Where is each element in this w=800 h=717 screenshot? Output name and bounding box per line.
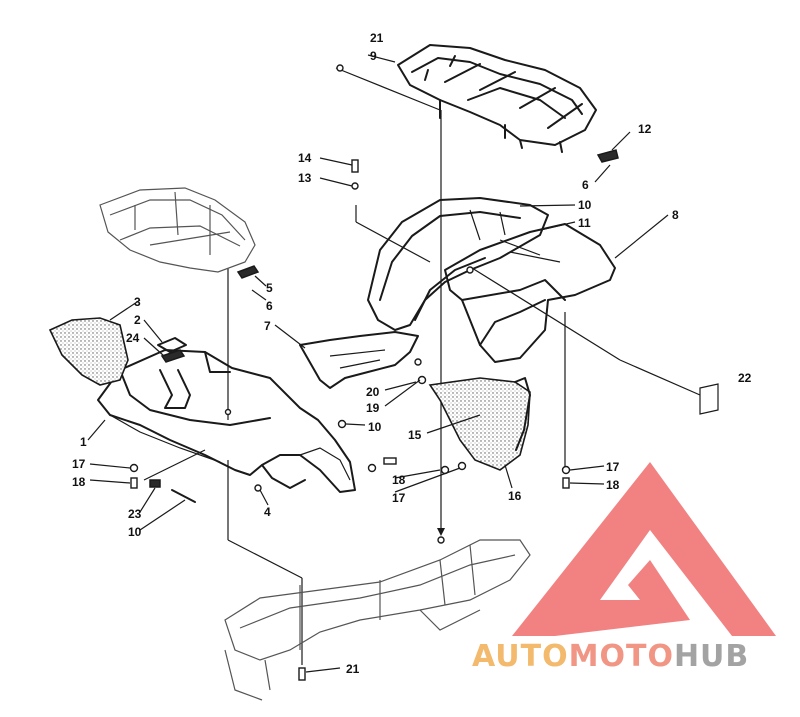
callout-label: 10	[368, 420, 382, 434]
rear-fender	[367, 197, 549, 331]
rear-rack	[397, 44, 597, 153]
callout-label: 16	[508, 489, 522, 503]
callout-label: 18	[72, 475, 86, 489]
callout-label: 9	[370, 49, 377, 63]
callout-label: 6	[266, 299, 273, 313]
callout-label: 19	[366, 401, 380, 415]
right-side-guard	[428, 377, 531, 471]
callout-label: 10	[578, 198, 592, 212]
callout-label: 3	[134, 295, 141, 309]
automotohub-logo: AUTOMOTOHUB	[472, 462, 776, 674]
callout-label: 17	[72, 457, 86, 471]
callout-label: 1	[80, 435, 87, 449]
callout-label: 7	[264, 319, 271, 333]
small-parts	[157, 149, 719, 415]
logo-text: AUTOMOTOHUB	[472, 639, 749, 674]
callout-label: 4	[264, 505, 271, 519]
logo-mark-icon	[512, 462, 776, 636]
callout-label: 18	[392, 473, 406, 487]
callout-label: 17	[392, 491, 406, 505]
callout-label: 10	[128, 525, 142, 539]
callout-label: 13	[298, 171, 312, 185]
callout-label: 6	[582, 178, 589, 192]
left-side-cover	[299, 331, 419, 389]
callout-label: 24	[126, 331, 140, 345]
callout-label: 14	[298, 151, 312, 165]
callout-label: 20	[366, 385, 380, 399]
callout-label: 2	[134, 313, 141, 327]
frame-outline	[224, 539, 531, 701]
callout-label: 17	[606, 460, 620, 474]
callout-label: 21	[346, 662, 360, 676]
front-shield	[48, 317, 129, 386]
callout-label: 15	[408, 428, 422, 442]
callout-label: 12	[638, 122, 652, 136]
callout-label: 22	[738, 371, 752, 385]
phantom-rack-outline	[99, 187, 256, 273]
callout-labels: 21 9 12 14 13 6 10 11 8 3 5 6 2 24 7 20 …	[72, 31, 752, 676]
callout-label: 8	[672, 208, 679, 222]
callout-label: 5	[266, 281, 273, 295]
front-fender	[97, 349, 356, 493]
callout-label: 21	[370, 31, 384, 45]
hardware	[129, 64, 571, 681]
callout-label: 11	[578, 216, 591, 230]
callout-label: 18	[606, 478, 620, 492]
callout-label: 23	[128, 507, 142, 521]
callout-leaders	[87, 54, 669, 673]
